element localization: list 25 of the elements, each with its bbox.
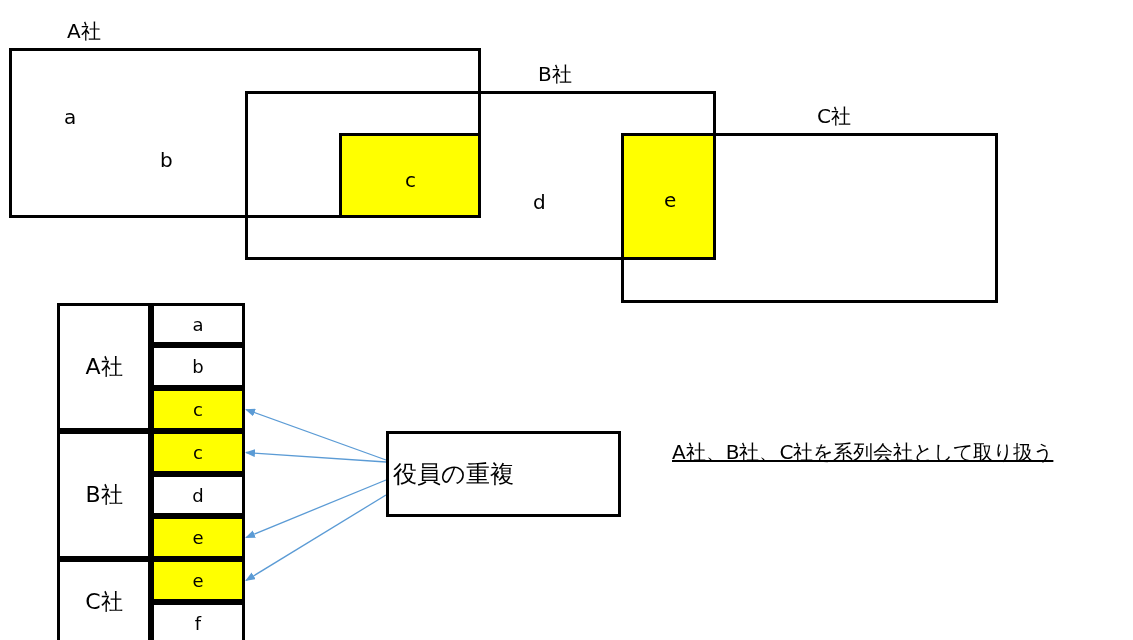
table-cell: e [151,516,245,559]
company-name: C社 [817,104,851,128]
member-label: a [64,105,77,129]
arrow [245,479,387,539]
member-label: c [405,168,416,192]
table-cell: A社 [57,303,151,431]
table-cell: f [151,602,245,640]
table-cell: b [151,345,245,388]
company-name: A社 [67,19,101,43]
arrow [245,408,387,461]
member-label: d [533,190,546,214]
note-text: A社、B社、C社を系列会社として取り扱う [672,440,1054,464]
arrow [245,449,387,463]
member-label: b [160,148,173,172]
arrow [245,494,387,582]
table-cell: B社 [57,431,151,559]
overlap-box [339,133,481,218]
table-cell: d [151,474,245,516]
table-cell: e [151,559,245,602]
table-cell: c [151,431,245,474]
note-box: 役員の重複 [386,431,621,517]
table-cell: c [151,388,245,431]
table-cell: a [151,303,245,345]
member-label: e [664,188,677,212]
company-name: B社 [538,62,572,86]
